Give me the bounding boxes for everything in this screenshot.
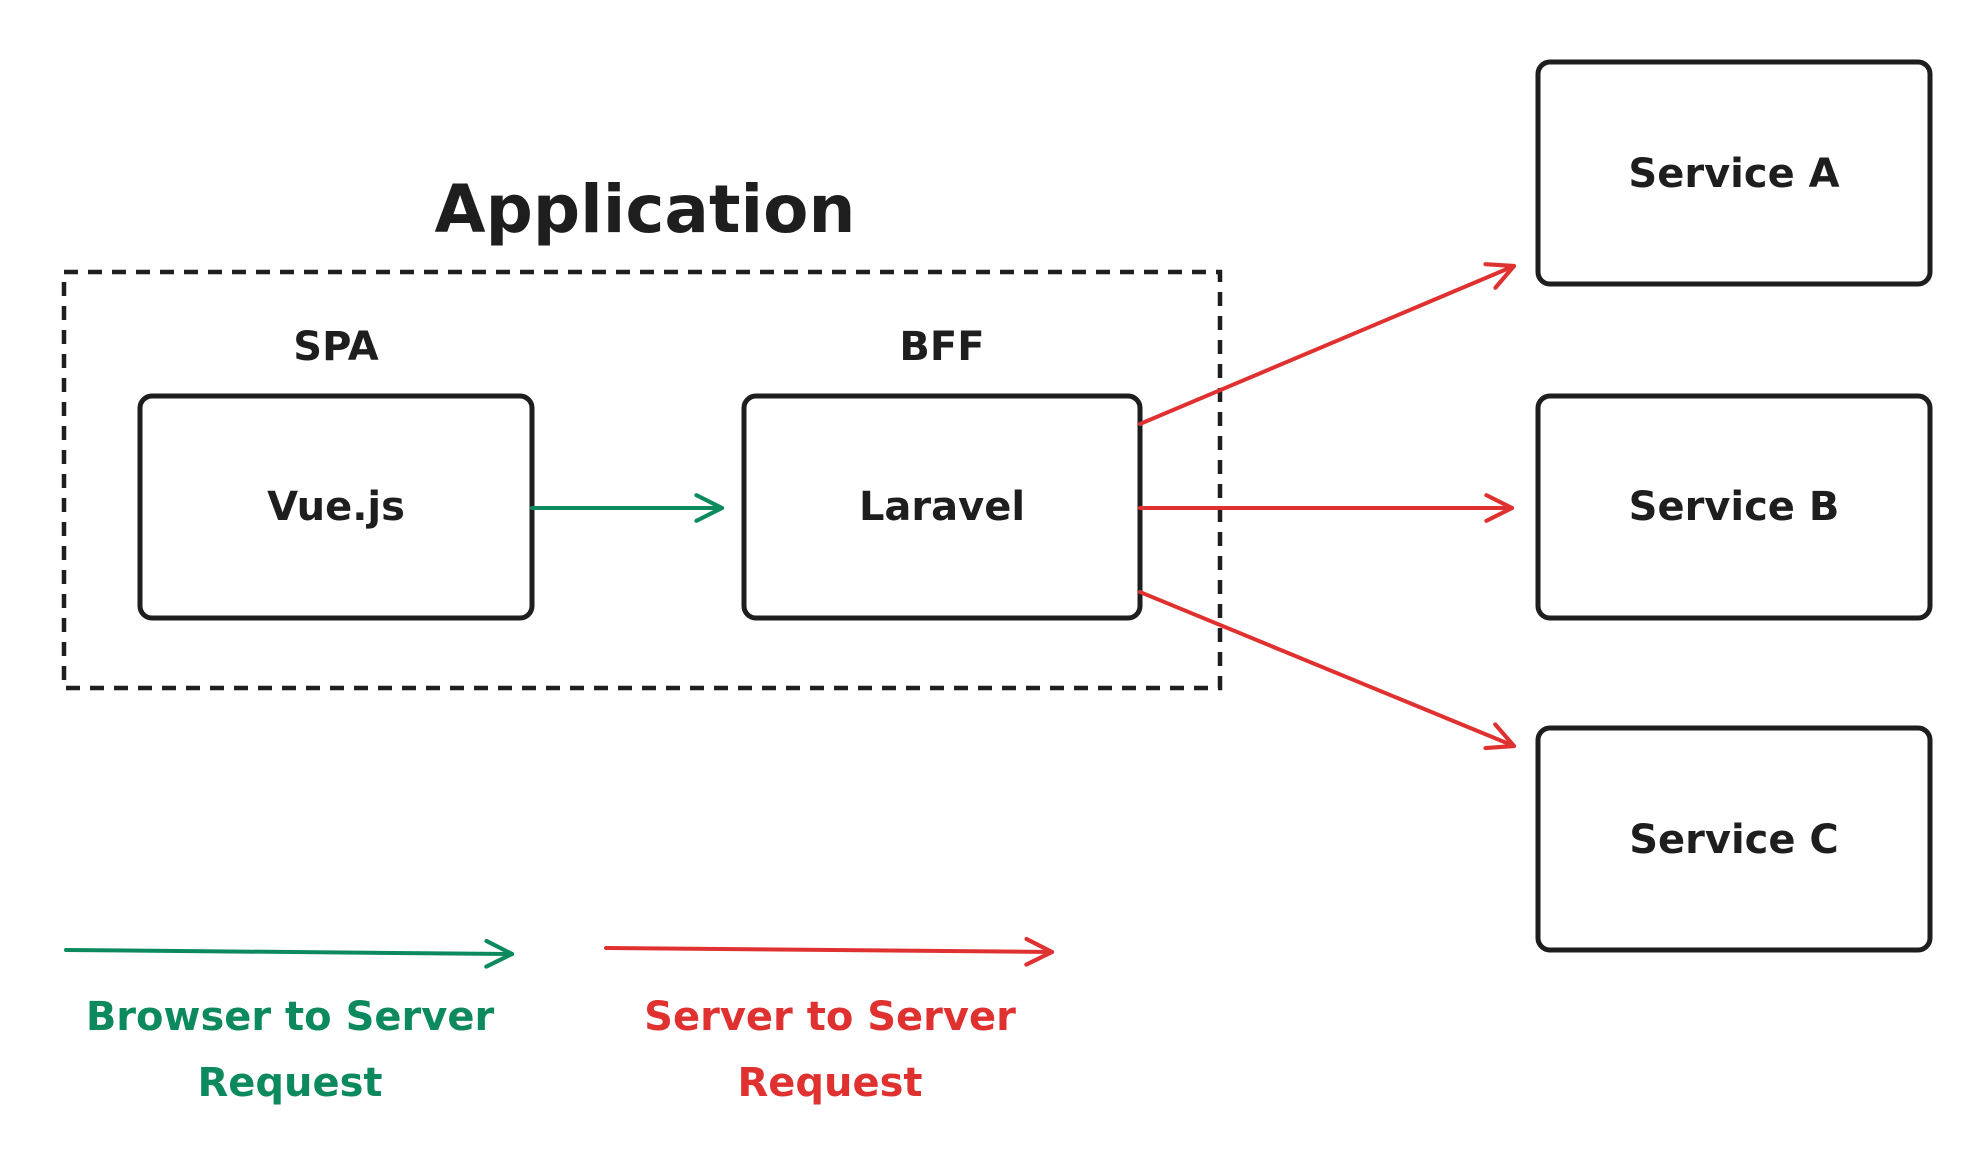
legend-browser-to-server-line <box>64 938 515 969</box>
bff-node-label: Laravel <box>859 484 1025 530</box>
legend-browser-to-server-text-line2: Request <box>197 1060 382 1106</box>
legend-server-to-server-line <box>604 936 1055 967</box>
bff-caption: BFF <box>899 324 984 370</box>
application-group-border <box>61 269 1223 691</box>
legend-browser-to-server-text-line1: Browser to Server <box>86 994 495 1040</box>
legend-server-to-server-text-line1: Server to Server <box>644 994 1016 1040</box>
service-a-node <box>1535 59 1933 287</box>
service-b-node <box>1535 393 1933 621</box>
spa-caption: SPA <box>293 324 378 370</box>
group-title: Application <box>435 171 856 248</box>
service-c-node <box>1535 725 1933 953</box>
legend-server-to-server-text-line2: Request <box>737 1060 922 1106</box>
service-a-label: Service A <box>1628 151 1839 197</box>
spa-node-label: Vue.js <box>267 484 405 530</box>
service-c-label: Service C <box>1629 817 1839 863</box>
edge-bff-to-service-a <box>1138 262 1517 426</box>
service-b-label: Service B <box>1629 484 1840 530</box>
edge-bff-to-service-c <box>1138 590 1517 751</box>
